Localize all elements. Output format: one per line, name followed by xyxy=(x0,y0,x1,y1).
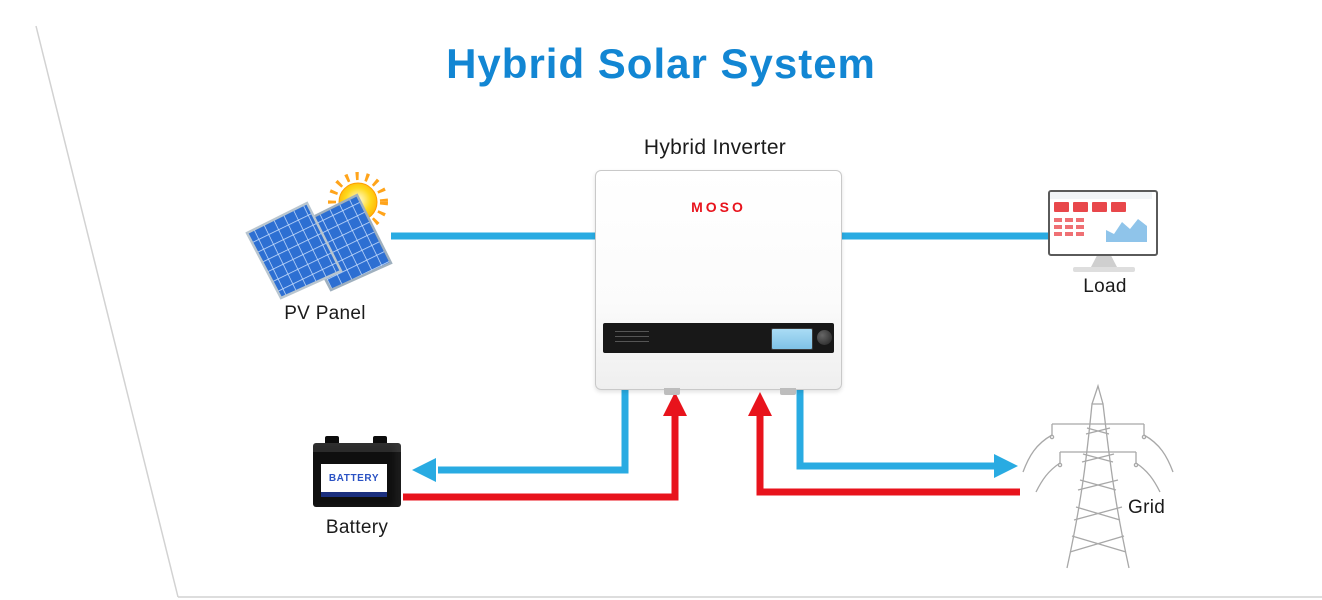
diagram-title: Hybrid Solar System xyxy=(446,40,876,87)
load-label: Load xyxy=(1083,276,1127,297)
inverter-to-grid-line xyxy=(796,388,996,470)
inverter-to-battery-arrowhead xyxy=(412,458,436,482)
inverter-brand-logo: MOSO xyxy=(691,199,746,215)
inverter-control-strip xyxy=(603,323,834,353)
pv-panel-label: PV Panel xyxy=(284,303,366,324)
battery-to-inverter-arrowhead xyxy=(663,392,687,416)
battery-to-inverter-line xyxy=(403,414,679,501)
monitor-stand-neck xyxy=(1091,256,1117,267)
battery-sticker: BATTERY xyxy=(321,464,387,497)
inverter-device: MOSO xyxy=(595,170,842,395)
grid-to-inverter-arrowhead xyxy=(748,392,772,416)
inverter-to-grid-arrowhead xyxy=(994,454,1018,478)
load-monitor-icon xyxy=(1048,190,1160,272)
inverter-knob xyxy=(817,330,832,345)
battery-terminal-right xyxy=(373,436,387,445)
inverter-foot-right xyxy=(780,388,796,395)
inverter-foot-left xyxy=(664,388,680,395)
inverter-to-battery-line xyxy=(438,388,629,474)
inverter-label: Hybrid Inverter xyxy=(643,136,787,159)
monitor-screen xyxy=(1048,190,1158,256)
battery-icon: BATTERY xyxy=(313,432,401,510)
monitor-stand-base xyxy=(1073,267,1135,272)
inverter-lcd-screen xyxy=(771,328,813,350)
grid-tower-icon xyxy=(1022,383,1174,569)
battery-terminal-left xyxy=(325,436,339,445)
inverter-vent-lines xyxy=(615,331,649,345)
battery-sticker-text: BATTERY xyxy=(328,472,380,484)
battery-label: Battery xyxy=(325,517,389,538)
solar-panel-icon xyxy=(245,172,393,300)
grid-label: Grid xyxy=(1128,497,1166,518)
monitor-dashboard-graphic xyxy=(1050,192,1152,242)
grid-to-inverter-line xyxy=(756,414,1020,496)
